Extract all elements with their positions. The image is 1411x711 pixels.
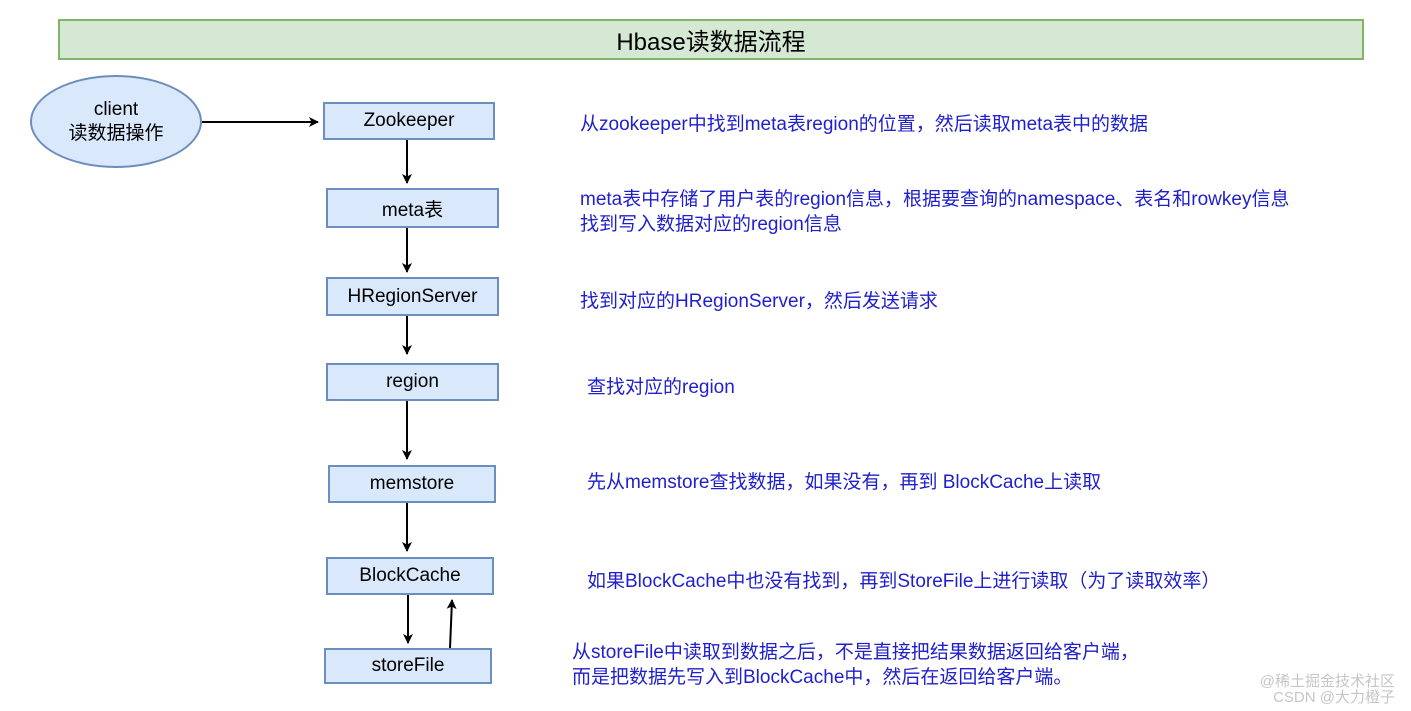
description-meta-table: meta表中存储了用户表的region信息，根据要查询的namespace、表名… bbox=[580, 189, 1290, 235]
description-region: 查找对应的region bbox=[587, 377, 735, 398]
node-meta-table: meta表 bbox=[326, 188, 499, 228]
node-zookeeper: Zookeeper bbox=[323, 102, 495, 140]
watermark-juejin: @稀土掘金技术社区 bbox=[1259, 673, 1395, 690]
diagram-title: Hbase读数据流程 bbox=[58, 19, 1364, 60]
node-storefile: storeFile bbox=[324, 648, 492, 684]
description-memstore: 先从memstore查找数据，如果没有，再到 BlockCache上读取 bbox=[587, 472, 1102, 493]
client-label-line1: client bbox=[93, 98, 139, 120]
description-blockcache: 如果BlockCache中也没有找到，再到StoreFile上进行读取（为了读取… bbox=[587, 571, 1221, 592]
client-ellipse: client 读数据操作 bbox=[30, 75, 202, 168]
arrow-storefile-to-blockcache bbox=[446, 599, 457, 649]
description-hregionserver: 找到对应的HRegionServer，然后发送请求 bbox=[580, 291, 938, 312]
node-hregionserver: HRegionServer bbox=[326, 277, 499, 316]
node-blockcache: BlockCache bbox=[326, 557, 494, 595]
watermark-csdn: CSDN @大力橙子 bbox=[1273, 689, 1395, 706]
node-memstore: memstore bbox=[328, 465, 496, 503]
description-storefile: 从storeFile中读取到数据之后，不是直接把结果数据返回给客户端， 而是把数… bbox=[572, 642, 1139, 688]
client-label-line2: 读数据操作 bbox=[68, 122, 164, 144]
description-zookeeper: 从zookeeper中找到meta表region的位置，然后读取meta表中的数… bbox=[580, 114, 1149, 135]
node-region: region bbox=[326, 363, 499, 401]
